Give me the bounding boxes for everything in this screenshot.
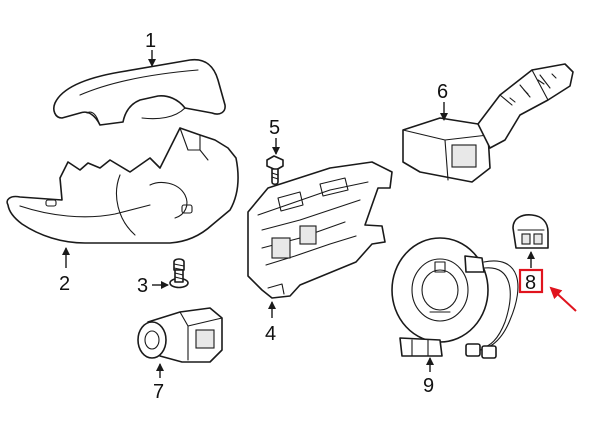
part-4-bracket-housing	[247, 161, 393, 299]
callout-5: 5	[269, 117, 280, 139]
leader-lines	[62, 50, 535, 378]
highlight-box	[518, 268, 544, 294]
callout-3: 3	[137, 275, 148, 297]
highlight-arrow	[549, 286, 577, 312]
callout-2: 2	[59, 273, 70, 295]
part-2-lower-shroud	[6, 127, 239, 244]
callout-1: 1	[145, 30, 156, 52]
callout-8: 8	[525, 272, 536, 294]
part-8-sensor	[512, 214, 549, 249]
part-9-clockspring	[391, 237, 519, 359]
callout-4: 4	[265, 323, 276, 345]
callout-9: 9	[423, 375, 434, 397]
highlight-callout-8	[518, 268, 577, 312]
part-1-upper-shroud	[53, 58, 226, 126]
callout-6: 6	[437, 81, 448, 103]
part-5-bolt	[266, 155, 284, 186]
part-3-screw	[169, 258, 189, 289]
part-6-multifunction-switch	[402, 63, 574, 183]
callout-7: 7	[153, 381, 164, 403]
callout-labels: 1 2 3 4 5 6 7 8 9	[59, 30, 536, 403]
part-7-ignition-switch	[137, 307, 223, 363]
